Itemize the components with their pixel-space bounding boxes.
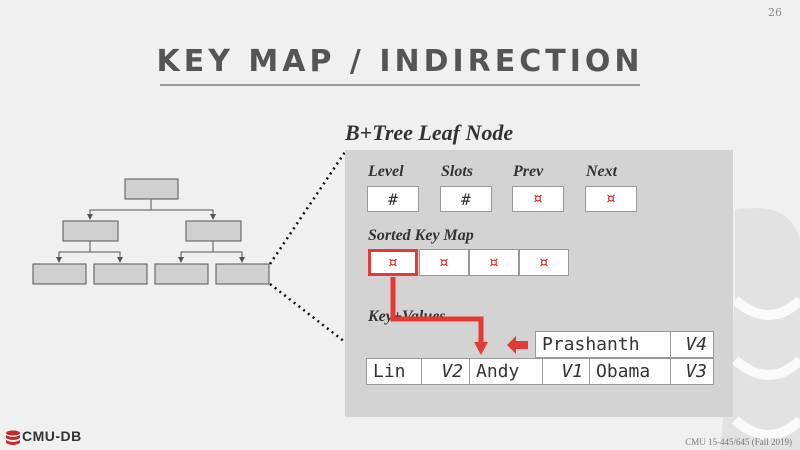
key-cell: Obama: [589, 358, 671, 385]
title-underline: [160, 84, 640, 86]
next-pointer-box: ¤: [585, 186, 637, 212]
cmu-db-logo-icon: [6, 430, 20, 445]
zoom-line-top: [268, 151, 345, 265]
new-key-cell: Prashanth: [535, 331, 671, 358]
key-map-slot: ¤: [519, 249, 569, 276]
btree-diagram: [32, 151, 345, 343]
zoom-line-bottom: [269, 283, 345, 343]
slots-label: Slots: [441, 163, 474, 180]
slide-title: KEY MAP / INDIRECTION: [156, 44, 644, 79]
tree-leaf-node: [32, 263, 87, 285]
sorted-key-map-label: Sorted Key Map: [368, 227, 474, 244]
key-map-slot-highlighted: ¤: [368, 249, 418, 276]
value-cell: V2: [421, 358, 470, 385]
key-cell: Andy: [469, 358, 543, 385]
prev-label: Prev: [513, 163, 544, 180]
slots-box: #: [440, 186, 492, 212]
level-box: #: [367, 186, 419, 212]
key-map-to-entry-arrow: [390, 277, 484, 345]
next-label: Next: [586, 163, 618, 180]
value-cell: V3: [670, 358, 714, 385]
course-footer: CMU 15-445/645 (Fall 2019): [685, 437, 792, 447]
prev-pointer-box: ¤: [512, 186, 564, 212]
key-map-slot: ¤: [419, 249, 469, 276]
key-map-slot: ¤: [469, 249, 519, 276]
tree-leaf-node: [154, 263, 209, 285]
leaf-node-heading: B+Tree Leaf Node: [345, 120, 514, 145]
page-number: 26: [768, 6, 782, 19]
new-value-cell: V4: [670, 331, 714, 358]
tree-leaf-node-highlighted: [215, 263, 270, 285]
cmu-db-logo-text: CMU-DB: [22, 428, 82, 444]
tree-leaf-node: [93, 263, 148, 285]
value-cell: V1: [542, 358, 590, 385]
level-label: Level: [368, 163, 404, 180]
key-map-to-entry-arrowhead: [474, 342, 488, 355]
insert-arrow: [507, 336, 528, 354]
key-cell: Lin: [366, 358, 422, 385]
